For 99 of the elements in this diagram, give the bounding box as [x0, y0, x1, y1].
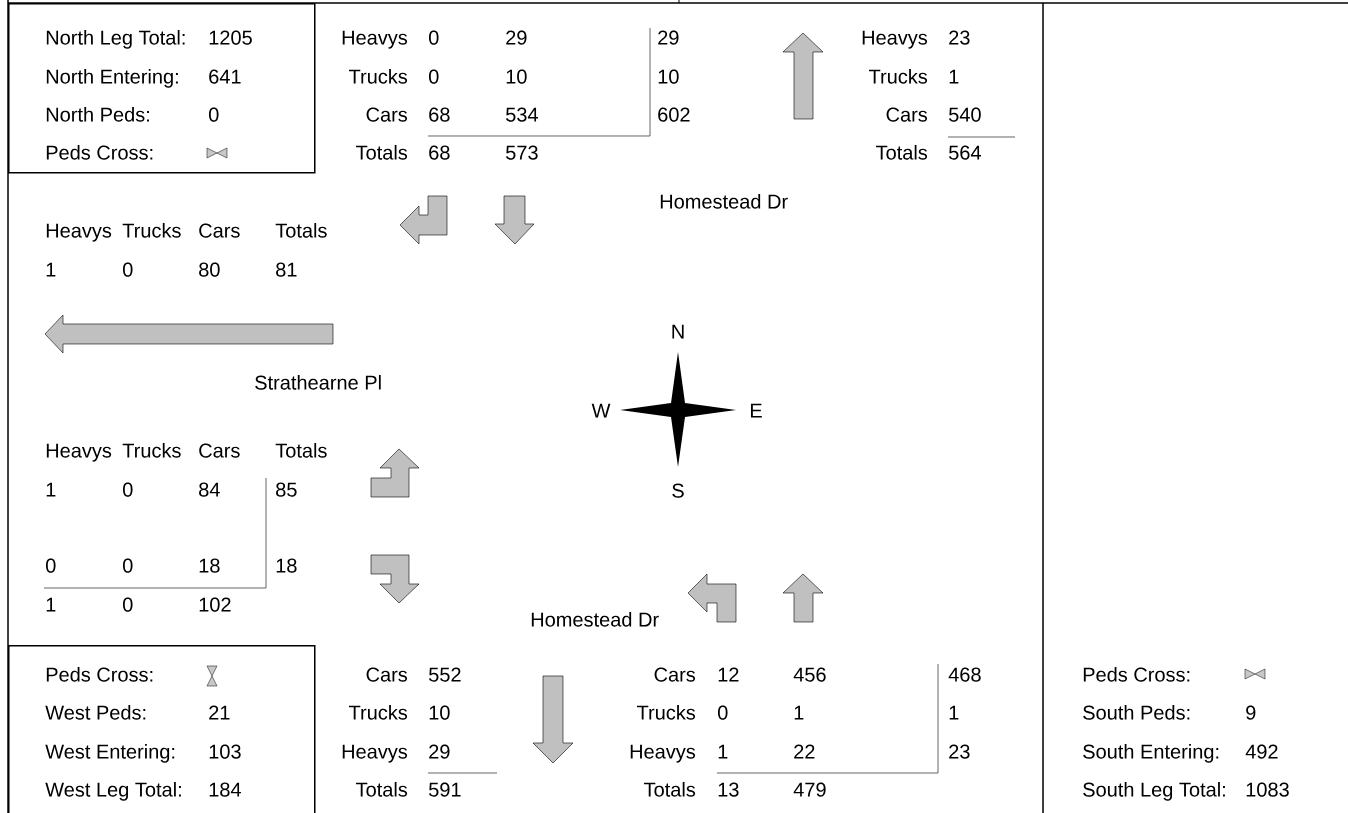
count-value: 1 [794, 705, 804, 720]
count-value: 564 [949, 145, 981, 160]
count-value: 1205 [209, 30, 252, 45]
column-heading: Heavys [46, 223, 112, 242]
count-value: 1083 [1246, 782, 1289, 797]
row-heading: Heavys [342, 30, 408, 49]
row-heading: Cars [654, 667, 696, 682]
row-heading: Cars [886, 107, 928, 122]
count-value: 10 [658, 69, 679, 84]
field-label: South Leg Total: [1083, 782, 1225, 801]
count-value: 85 [276, 482, 297, 497]
field-label: West Peds: [45, 705, 146, 720]
count-value: 0 [123, 597, 133, 612]
compass-letter: N [672, 324, 684, 339]
count-value: 18 [276, 558, 297, 573]
count-value: 540 [949, 107, 981, 122]
row-heading: Totals [644, 782, 696, 797]
count-value: 29 [506, 30, 527, 45]
field-label: Peds Cross: [46, 667, 153, 682]
compass-letter: W [591, 403, 611, 418]
compass-letter: S [672, 483, 684, 498]
field-label: Peds Cross: [46, 145, 153, 160]
field-label: North Peds: [46, 107, 149, 122]
compass-letter: E [751, 403, 762, 418]
row-heading: Totals [356, 145, 408, 160]
column-heading: Totals [275, 443, 327, 458]
row-heading: Heavys [342, 744, 408, 763]
count-value: 492 [1245, 744, 1278, 759]
count-value: 0 [429, 69, 439, 84]
count-value: 29 [658, 30, 679, 45]
field-label: West Entering: [45, 744, 175, 763]
column-heading: Cars [199, 443, 240, 458]
count-value: 534 [506, 107, 538, 122]
street-name: Strathearne Pl [255, 375, 381, 390]
column-heading: Totals [275, 223, 327, 238]
summary-box [8, 3, 316, 174]
count-value: 0 [46, 558, 56, 573]
field-label: North Leg Total: [46, 30, 185, 49]
field-label: South Peds: [1083, 705, 1190, 720]
column-heading: Cars [199, 223, 240, 238]
field-label: South Entering: [1083, 744, 1219, 763]
count-value: 0 [123, 482, 133, 497]
count-value: 456 [793, 667, 826, 682]
count-value: 80 [199, 262, 220, 277]
row-heading: Trucks [349, 705, 408, 720]
field-label: Peds Cross: [1083, 667, 1190, 682]
row-heading: Cars [366, 667, 408, 682]
count-value: 0 [429, 30, 439, 45]
count-value: 0 [123, 262, 133, 277]
row-heading: Heavys [630, 744, 696, 763]
count-value: 184 [209, 782, 241, 797]
count-value: 1 [46, 262, 56, 277]
row-heading: Cars [366, 107, 408, 122]
count-value: 552 [429, 667, 461, 682]
count-value: 22 [794, 744, 815, 759]
count-value: 10 [429, 705, 450, 720]
count-value: 103 [209, 744, 241, 759]
count-value: 81 [276, 262, 297, 277]
count-value: 10 [506, 69, 527, 84]
summary-box [8, 645, 316, 813]
count-value: 68 [429, 107, 450, 122]
street-name: Homestead Dr [660, 194, 788, 209]
column-heading: Trucks [122, 443, 181, 458]
count-value: 479 [793, 782, 826, 797]
column-heading: Trucks [122, 223, 181, 238]
row-heading: Totals [356, 782, 408, 797]
count-value: 641 [209, 69, 241, 84]
count-value: 13 [718, 782, 739, 797]
row-heading: Totals [876, 145, 928, 160]
row-heading: Trucks [869, 69, 928, 84]
field-label: North Entering: [46, 69, 178, 88]
street-name: Homestead Dr [531, 612, 659, 627]
count-value: 1 [46, 597, 56, 612]
count-value: 23 [949, 744, 970, 759]
count-value: 21 [209, 705, 230, 720]
row-heading: Trucks [349, 69, 408, 84]
row-heading: Heavys [862, 30, 928, 49]
count-value: 602 [658, 107, 690, 122]
count-value: 102 [199, 597, 231, 612]
count-value: 1 [46, 482, 56, 497]
count-value: 84 [199, 482, 220, 497]
count-value: 12 [718, 667, 739, 682]
count-value: 9 [1246, 705, 1256, 720]
count-value: 573 [506, 145, 538, 160]
count-value: 23 [949, 30, 970, 45]
count-value: 0 [718, 705, 728, 720]
count-value: 591 [429, 782, 461, 797]
count-value: 0 [209, 107, 219, 122]
count-value: 29 [429, 744, 450, 759]
count-value: 1 [949, 705, 959, 720]
count-value: 68 [429, 145, 450, 160]
count-value: 0 [123, 558, 133, 573]
row-heading: Trucks [637, 705, 696, 720]
count-value: 1 [718, 744, 728, 759]
count-value: 468 [948, 667, 981, 682]
count-value: 18 [199, 558, 220, 573]
count-value: 1 [949, 69, 959, 84]
field-label: West Leg Total: [45, 782, 181, 801]
column-heading: Heavys [46, 443, 112, 462]
